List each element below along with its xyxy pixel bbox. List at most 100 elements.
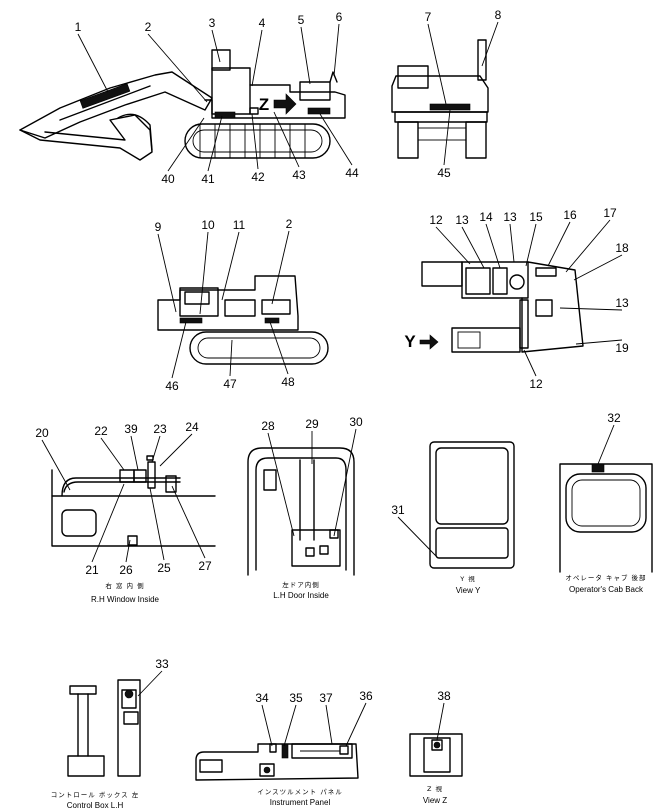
- callout-39: 39: [124, 422, 138, 436]
- leader-line-21: [91, 483, 125, 563]
- leader-line-31: [397, 516, 437, 557]
- leader-line-14: [485, 223, 501, 269]
- leader-line-1: [77, 33, 109, 93]
- lh-door-caption-jp: 左ドア内側: [282, 580, 320, 589]
- callout-44: 44: [345, 166, 359, 180]
- control-box-caption: Control Box L.H: [67, 801, 124, 810]
- cab: [211, 67, 251, 115]
- leader-line-44: [319, 113, 353, 166]
- callout-2: 2: [286, 217, 293, 231]
- boom-decal: [79, 83, 131, 109]
- callout-43: 43: [292, 168, 306, 182]
- leader-line-20: [41, 439, 71, 491]
- callout-22: 22: [94, 424, 108, 438]
- callout-21: 21: [85, 563, 99, 577]
- leader-line-12: [523, 349, 537, 377]
- callout-34: 34: [255, 691, 269, 705]
- excavator-left-view: Z: [19, 49, 346, 161]
- excavator-rear-view: [391, 39, 489, 159]
- leader-line-24: [159, 433, 193, 467]
- leader-line-23: [151, 435, 161, 463]
- callout-leaders: [41, 21, 623, 747]
- leader-line-32: [597, 424, 615, 465]
- operators-cab-back: オペレータ キャブ 後部 Operator's Cab Back: [559, 463, 653, 594]
- leader-line-13: [559, 307, 623, 311]
- callout-12: 12: [529, 377, 543, 391]
- leader-line-9: [157, 233, 177, 313]
- leader-line-13: [509, 223, 515, 263]
- view-y-caption-jp: Y 視: [459, 574, 476, 583]
- callout-23: 23: [153, 422, 167, 436]
- view-y-marker: Y: [404, 332, 416, 351]
- callout-25: 25: [157, 561, 171, 575]
- leader-line-8: [481, 21, 499, 67]
- callout-26: 26: [119, 563, 133, 577]
- callout-28: 28: [261, 419, 275, 433]
- callout-11: 11: [233, 218, 246, 232]
- callout-19: 19: [615, 341, 629, 355]
- leader-line-34: [261, 704, 273, 747]
- callout-18: 18: [615, 241, 629, 255]
- view-y-caption: View Y: [456, 586, 481, 595]
- leader-line-38: [436, 702, 445, 741]
- callout-42: 42: [251, 170, 265, 184]
- callout-38: 38: [437, 689, 451, 703]
- leader-line-17: [565, 219, 611, 273]
- callout-36: 36: [359, 689, 373, 703]
- callout-48: 48: [281, 375, 295, 389]
- leader-line-37: [325, 704, 333, 745]
- callout-6: 6: [336, 10, 343, 24]
- leader-line-28: [267, 432, 295, 537]
- view-z-arrow: [273, 93, 297, 115]
- callout-41: 41: [201, 172, 215, 186]
- leader-line-12: [435, 226, 471, 265]
- leader-line-40: [167, 117, 205, 172]
- leader-line-43: [273, 111, 300, 168]
- callout-20: 20: [35, 426, 49, 440]
- callout-4: 4: [259, 16, 266, 30]
- leader-line-15: [525, 223, 537, 267]
- view-z-caption: View Z: [423, 796, 447, 805]
- callout-31: 31: [391, 503, 405, 517]
- callout-1: 1: [75, 20, 82, 34]
- callout-7: 7: [425, 10, 432, 24]
- leader-line-26: [125, 539, 131, 563]
- excavator-plan-view: Y: [404, 261, 584, 353]
- callout-13: 13: [615, 296, 629, 310]
- instrument-panel-caption-jp: インスツルメント パネル: [257, 788, 342, 796]
- view-z-caption-jp: Z 視: [427, 784, 443, 793]
- callout-27: 27: [198, 559, 212, 573]
- leader-line-33: [137, 670, 163, 697]
- callout-47: 47: [223, 377, 237, 391]
- instrument-panel-caption: Instrument Panel: [270, 798, 331, 807]
- lh-door-inside: 左ドア内側 L.H Door Inside: [247, 447, 355, 600]
- leader-line-3: [211, 29, 221, 63]
- callout-33: 33: [155, 657, 169, 671]
- callout-45: 45: [437, 166, 451, 180]
- track-right: [189, 331, 329, 365]
- callout-8: 8: [495, 8, 502, 22]
- leader-line-41: [207, 115, 223, 172]
- instrument-panel: インスツルメント パネル Instrument Panel: [195, 743, 359, 807]
- callout-5: 5: [298, 13, 305, 27]
- control-box-lh: コントロール ボックス 左 Control Box L.H: [51, 679, 141, 810]
- leader-line-35: [283, 704, 297, 747]
- callout-35: 35: [289, 691, 303, 705]
- excavator-right-view: [157, 275, 329, 365]
- leader-line-19: [575, 339, 623, 345]
- control-box-caption-jp: コントロール ボックス 左: [51, 790, 139, 799]
- callout-12: 12: [429, 213, 443, 227]
- leader-line-10: [199, 231, 209, 315]
- rh-window-caption: R.H Window Inside: [91, 595, 160, 604]
- leader-line-45: [443, 109, 451, 166]
- cab-back-caption-jp: オペレータ キャブ 後部: [565, 573, 646, 582]
- leader-line-47: [229, 339, 233, 377]
- track: [184, 123, 331, 159]
- callout-2: 2: [145, 20, 152, 34]
- cab-back-caption: Operator's Cab Back: [569, 585, 644, 594]
- leader-line-39: [130, 435, 139, 471]
- view-z-marker: Z: [259, 95, 269, 114]
- leader-line-7: [427, 23, 447, 105]
